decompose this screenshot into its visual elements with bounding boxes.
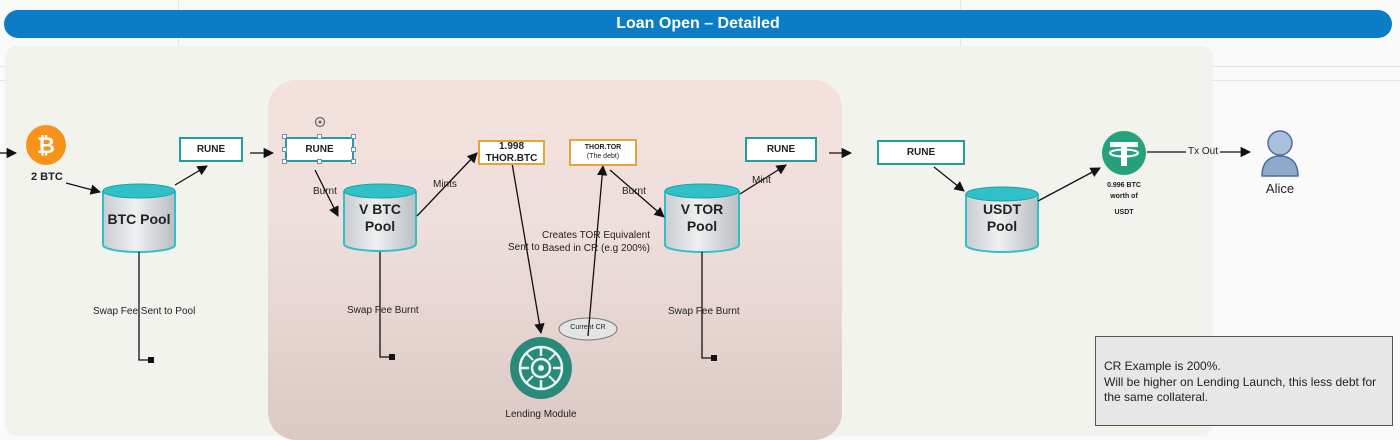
usdt-pool-cylinder	[965, 186, 1039, 253]
thor-tor-debt-label: (The debt)	[586, 152, 620, 160]
vbtc-pool-label-line2: Pool	[364, 217, 396, 234]
vbtc-pool-cylinder	[343, 183, 417, 252]
swap-fee-pool-label: Swap Fee Sent to Pool	[93, 306, 196, 317]
vtor-pool-cylinder	[664, 183, 740, 253]
arrow-mints	[416, 152, 478, 217]
svg-text:₿: ₿	[37, 134, 55, 159]
fee-end-marker	[389, 354, 395, 360]
mints-label: Mints	[433, 179, 457, 190]
thor-tor-label: THOR.TOR	[584, 144, 622, 152]
rune-box-4: RUNE	[877, 140, 965, 165]
btc-pool-label: BTC Pool	[107, 211, 171, 227]
arrow-usdt-to-tether	[1037, 167, 1101, 202]
arrow-creates-tor	[587, 164, 608, 337]
connector-vtor-fee	[701, 252, 713, 359]
mint-label: Mint	[752, 175, 771, 186]
selection-handle[interactable]	[317, 134, 322, 139]
current-cr-label: Current CR	[570, 324, 606, 331]
vtor-pool-label-line2: Pool	[686, 217, 718, 234]
usdt-amount-label: 0.996 BTC worth of USDT	[1094, 181, 1154, 219]
cr-note-line1: CR Example is 200%.	[1104, 359, 1221, 373]
vbtc-pool-label: V BTC Pool	[344, 201, 416, 235]
btc-amount-label: 2 BTC	[31, 171, 63, 183]
burnt-label-2: Burnt	[622, 186, 646, 197]
creates-tor-label: Creates TOR Equivalent Based in CR (e.g …	[542, 230, 650, 255]
diagram-title: Loan Open – Detailed	[4, 10, 1392, 38]
usdt-pool-label-line2: Pool	[986, 217, 1018, 234]
vtor-pool-label-line1: V TOR	[680, 201, 724, 217]
selection-handle[interactable]	[317, 159, 322, 164]
usdt-pool-label: USDT Pool	[966, 201, 1038, 235]
selection-handle[interactable]	[282, 159, 287, 164]
thor-tor-box: THOR.TOR (The debt)	[569, 139, 637, 166]
creates-tor-line1: Creates TOR Equivalent	[542, 230, 651, 241]
usdt-amount-line1: 0.996 BTC	[1107, 182, 1141, 189]
lending-module-label: Lending Module	[505, 409, 577, 420]
diagram-graphics: ₿	[0, 116, 1299, 399]
vbtc-pool-label-line1: V BTC	[359, 201, 401, 217]
thor-btc-label: THOR.BTC	[485, 152, 538, 164]
selection-handle[interactable]	[282, 147, 287, 152]
bitcoin-icon: ₿	[26, 125, 66, 165]
user-icon	[1261, 130, 1299, 177]
tx-out-label: Tx Out	[1186, 146, 1221, 157]
arrow-btc-to-pool	[65, 182, 102, 195]
arrow-burnt-to-vbtc	[314, 169, 339, 217]
selection-handle[interactable]	[351, 134, 356, 139]
selection-handle[interactable]	[282, 134, 287, 139]
fee-end-marker	[711, 355, 717, 361]
usdt-amount-line3: USDT	[1114, 208, 1134, 216]
rotate-handle-icon[interactable]	[314, 116, 326, 128]
vtor-pool-label: V TOR Pool	[665, 201, 739, 235]
arrow-pool-to-rune	[174, 165, 208, 186]
thor-btc-amount: 1.998	[498, 141, 525, 152]
usdt-pool-label-line1: USDT	[982, 201, 1022, 217]
tether-icon	[1102, 131, 1146, 175]
selection-handle[interactable]	[351, 159, 356, 164]
arrow-mint	[739, 164, 787, 195]
fee-end-marker	[148, 357, 154, 363]
sent-to-label: Sent to	[508, 242, 540, 253]
cr-note-box: CR Example is 200%. Will be higher on Le…	[1095, 336, 1393, 426]
arrow-burnt-to-vtor	[609, 169, 665, 218]
arrow-sent-to	[511, 162, 545, 335]
selection-handle[interactable]	[351, 147, 356, 152]
connector-btc-fee	[138, 252, 150, 361]
arrow-rune-to-usdt	[933, 166, 965, 192]
lending-module-icon	[510, 337, 572, 399]
btc-pool-cylinder	[102, 183, 176, 253]
connector-vbtc-fee	[379, 252, 391, 358]
cr-note-line2: Will be higher on Lending Launch, this l…	[1104, 374, 1377, 405]
usdt-amount-line2: worth of	[1110, 192, 1138, 200]
creates-tor-line2: Based in CR (e.g 200%)	[542, 242, 650, 254]
swap-fee-burnt-label-2: Swap Fee Burnt	[668, 306, 740, 317]
swap-fee-burnt-label-1: Swap Fee Burnt	[347, 305, 419, 316]
thor-btc-box: 1.998 THOR.BTC	[478, 140, 545, 165]
burnt-label-1: Burnt	[313, 186, 337, 197]
rune-box-3: RUNE	[745, 137, 817, 162]
alice-label: Alice	[1265, 181, 1295, 196]
rune-box-1: RUNE	[179, 137, 243, 162]
